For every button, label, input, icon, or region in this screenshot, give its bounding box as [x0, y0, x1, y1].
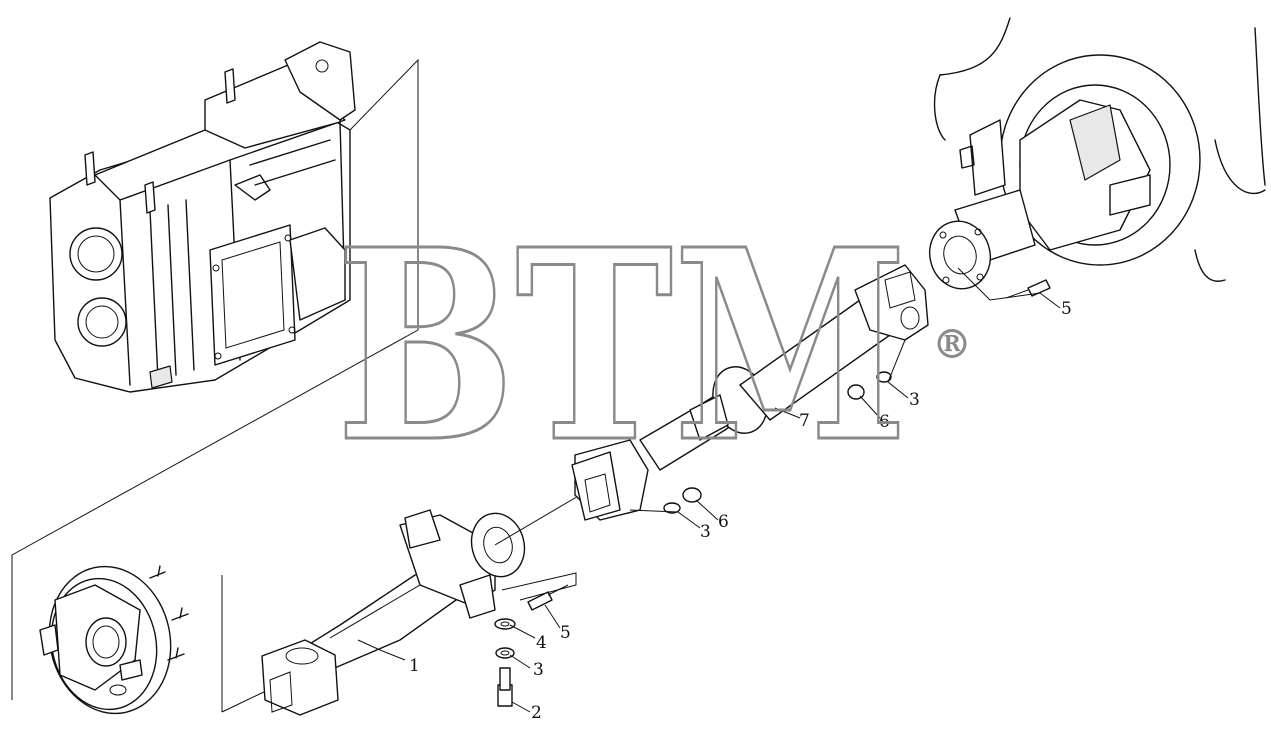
callout-7: 7	[799, 411, 810, 431]
callout-3-middle: 3	[700, 522, 711, 542]
callout-5-lower: 5	[560, 623, 571, 643]
registered-mark: ®	[932, 321, 972, 368]
callout-3-upper: 3	[909, 390, 920, 410]
watermark: BTM ®	[335, 191, 973, 502]
output-flange	[39, 565, 189, 715]
propeller-shaft-rear	[739, 264, 929, 421]
callout-1: 1	[409, 656, 420, 676]
callout-6-upper: 6	[879, 412, 890, 432]
gearbox-assembly	[49, 41, 356, 393]
callout-5-upper: 5	[1061, 299, 1072, 319]
propeller-shaft-front	[261, 494, 581, 716]
rear-axle-housing	[929, 17, 1266, 290]
connector-lines-gearbox	[11, 58, 419, 713]
callout-labels: 1 2 3 4 5 3 6 7 6 3 5	[409, 299, 1072, 723]
callout-4: 4	[536, 633, 547, 653]
leader-lines	[357, 267, 1061, 713]
watermark-text: BTM	[336, 192, 908, 500]
callout-6-middle: 6	[718, 512, 729, 532]
fasteners	[494, 279, 1051, 707]
callout-2: 2	[531, 703, 542, 723]
callout-3-lower: 3	[533, 660, 544, 680]
